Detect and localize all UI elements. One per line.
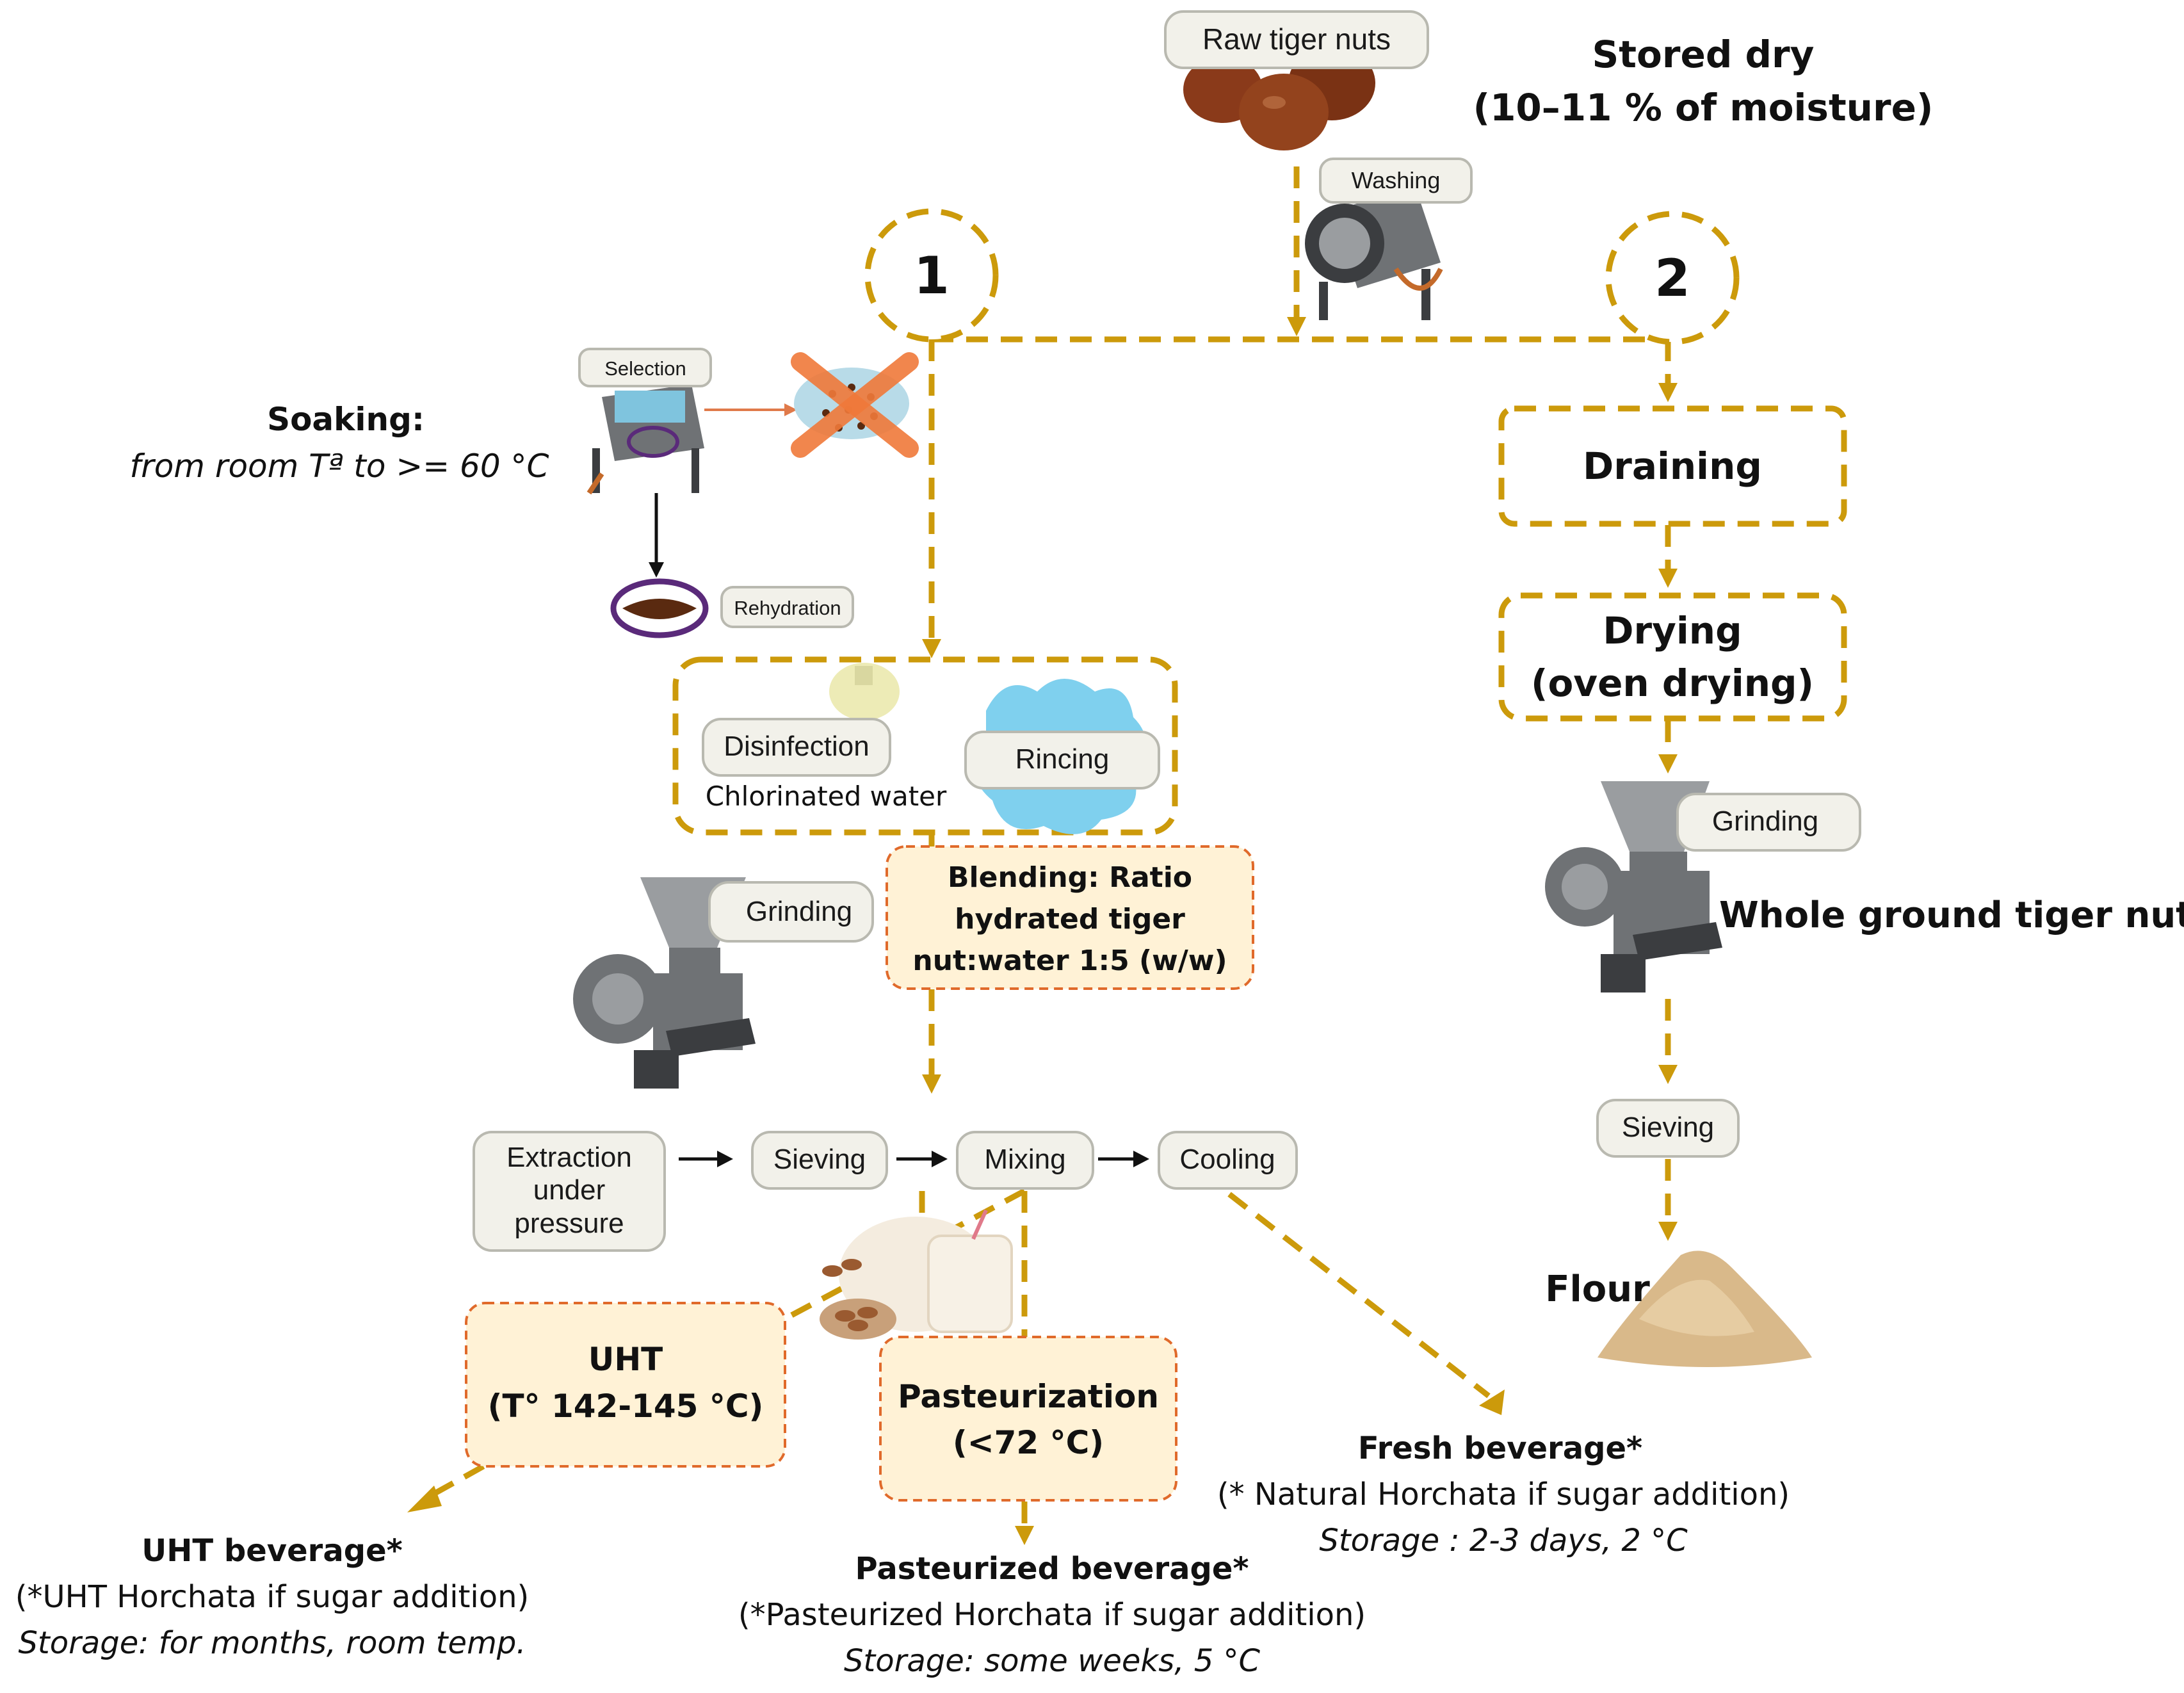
cooling-label: Cooling: [1179, 1144, 1275, 1175]
raw-tiger-nuts-label-box: [1164, 10, 1429, 69]
past-beverage-note: (*Pasteurized Horchata if sugar addition…: [738, 1597, 1366, 1633]
fresh-beverage-storage: Storage : 2-3 days, 2 °C: [1319, 1523, 1688, 1559]
rehydration-bowl-icon: [610, 578, 709, 638]
washing-machine-icon: [1305, 186, 1443, 320]
selection-machine-icon: [586, 384, 704, 495]
rincing-label: Rincing: [1015, 743, 1110, 775]
soaking-title: Soaking:: [267, 401, 425, 438]
sieving-left-box: [751, 1131, 888, 1190]
extraction-line3: pressure: [514, 1208, 624, 1239]
stored-dry-line1: Stored dry: [1592, 33, 1815, 76]
arrowhead: [922, 639, 941, 658]
sieving-left-label: Sieving: [773, 1144, 866, 1175]
draining-box: [1498, 405, 1847, 527]
grinder-left-icon: [573, 877, 756, 1089]
rehydration-label: Rehydration: [734, 597, 841, 619]
past-beverage-title: Pasteurized beverage*: [855, 1551, 1249, 1587]
fresh-beverage-note: (* Natural Horchata if sugar addition): [1217, 1477, 1790, 1512]
arrowhead: [1658, 754, 1678, 774]
pasteurization-line1: Pasteurization: [898, 1378, 1159, 1415]
drying-box: [1498, 592, 1847, 722]
raw-tiger-nuts-label: Raw tiger nuts: [1202, 22, 1391, 56]
mixing-box: [956, 1131, 1094, 1190]
pasteurization-box: [879, 1336, 1177, 1502]
flour-pile-image: [1598, 1251, 1812, 1367]
grinding-left-label-box: [708, 881, 874, 943]
arrowhead: [407, 1486, 442, 1512]
washing-label-box: [1319, 158, 1473, 204]
arrowhead: [649, 562, 664, 578]
flow-arrowheads: [407, 317, 1678, 1545]
pasteurization-line2: (<72 °C): [953, 1424, 1104, 1461]
past-beverage-storage: Storage: some weeks, 5 °C: [844, 1643, 1261, 1679]
soaking-subtitle: from room Tª to >= 60 °C: [130, 448, 549, 485]
arrowhead: [922, 1074, 941, 1094]
route-2-circle: [1605, 211, 1740, 345]
uht-box: [465, 1302, 786, 1468]
arrowhead: [1479, 1389, 1505, 1415]
horchata-glass-image: [820, 1209, 1013, 1340]
arrowhead: [1658, 569, 1678, 588]
arrowhead: [1015, 1526, 1034, 1545]
uht-beverage-note: (*UHT Horchata if sugar addition): [15, 1579, 530, 1615]
route-1-circle: [864, 208, 999, 343]
uht-line1: UHT: [588, 1341, 663, 1378]
blending-line3: nut:water 1:5 (w/w): [912, 944, 1227, 977]
cooling-box: [1158, 1131, 1298, 1190]
chlorine-bottle-icon: [829, 663, 900, 720]
uht-beverage-title: UHT beverage*: [142, 1533, 402, 1569]
mixing-label: Mixing: [984, 1144, 1065, 1175]
grinding-right-label: Grinding: [1712, 806, 1818, 837]
flour-label: Flour: [1545, 1268, 1650, 1310]
uht-line2: (T° 142-145 °C): [488, 1388, 764, 1425]
rehydration-label-box: [720, 586, 854, 628]
step-arrows: [679, 1151, 1149, 1167]
arrowhead: [1658, 1222, 1678, 1241]
blending-line2: hydrated tiger: [955, 903, 1185, 936]
grinding-left-label: Grinding: [746, 896, 852, 927]
uht-beverage-storage: Storage: for months, room temp.: [18, 1625, 526, 1661]
selection-label-box: [578, 348, 712, 387]
rincing-label-box: [964, 731, 1160, 790]
arrowhead: [1287, 317, 1306, 336]
drying-line2: (oven drying): [1531, 661, 1814, 705]
arrowhead: [784, 403, 797, 416]
grinding-right-label-box: [1676, 793, 1861, 852]
stored-dry-line2: (10–11 % of moisture): [1473, 86, 1934, 129]
blending-line1: Blending: Ratio: [948, 861, 1192, 894]
chlorinated-water-label: Chlorinated water: [706, 781, 947, 812]
blending-box: [886, 845, 1254, 990]
disinfection-label-box: [702, 718, 891, 777]
arrowhead: [1658, 383, 1678, 402]
sieving-right-box: [1596, 1099, 1740, 1158]
extraction-box: [473, 1131, 666, 1252]
arrowhead: [1658, 1065, 1678, 1084]
sieving-right-label: Sieving: [1622, 1112, 1714, 1143]
disinfection-label: Disinfection: [724, 731, 869, 762]
washing-label: Washing: [1352, 167, 1441, 193]
draining-label: Draining: [1583, 444, 1762, 488]
drying-line1: Drying: [1603, 609, 1742, 652]
rejected-sieve-icon: [791, 352, 919, 458]
extraction-line1: Extraction: [506, 1142, 632, 1173]
extraction-line2: under: [533, 1174, 606, 1206]
selection-label: Selection: [604, 357, 686, 380]
fresh-beverage-title: Fresh beverage*: [1358, 1430, 1642, 1466]
whole-ground-tiger-nut-label: Whole ground tiger nut: [1719, 895, 2184, 936]
route-1-number: 1: [914, 246, 950, 305]
grinder-right-icon: [1545, 781, 1722, 992]
route-2-number: 2: [1654, 248, 1690, 308]
